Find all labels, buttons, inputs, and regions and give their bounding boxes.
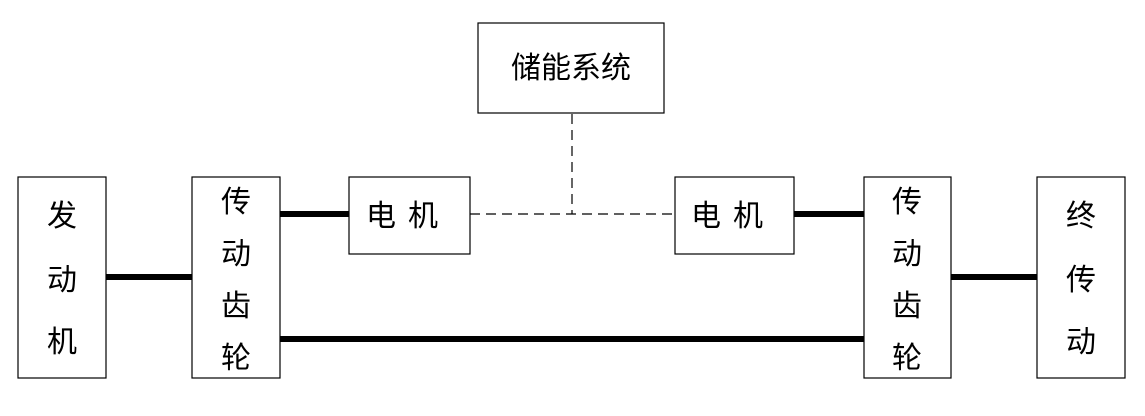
right-gear-box xyxy=(863,176,952,379)
right-motor-label-char: 机 xyxy=(733,199,763,234)
engine-label-char: 发 xyxy=(47,199,77,234)
final-drive-box xyxy=(1036,176,1126,379)
left-gear-label-char: 传 xyxy=(221,185,251,220)
left-gear-label-char: 齿 xyxy=(221,289,251,324)
engine-box xyxy=(17,176,107,379)
right-gear-label-char: 齿 xyxy=(892,289,922,324)
right-motor-box xyxy=(674,176,795,255)
engine-label-char: 动 xyxy=(47,263,77,298)
final-drive-label-char: 传 xyxy=(1066,263,1096,298)
final-drive-label-char: 终 xyxy=(1066,199,1096,234)
storage-label: 储能系统 xyxy=(511,51,631,86)
right-gear-label-char: 传 xyxy=(892,185,922,220)
engine-label-char: 机 xyxy=(47,325,77,360)
final-drive-label-char: 动 xyxy=(1066,325,1096,360)
left-gear-label-char: 动 xyxy=(221,237,251,272)
right-gear-label-char: 动 xyxy=(892,237,922,272)
left-motor-label-char: 机 xyxy=(408,199,438,234)
right-motor-label-char: 电 xyxy=(691,199,721,234)
left-motor-box xyxy=(348,176,471,255)
right-gear-label-char: 轮 xyxy=(892,341,922,376)
left-gear-label-char: 轮 xyxy=(221,341,251,376)
storage-box xyxy=(477,22,665,114)
left-motor-label-char: 电 xyxy=(366,199,396,234)
left-gear-box xyxy=(191,176,281,379)
